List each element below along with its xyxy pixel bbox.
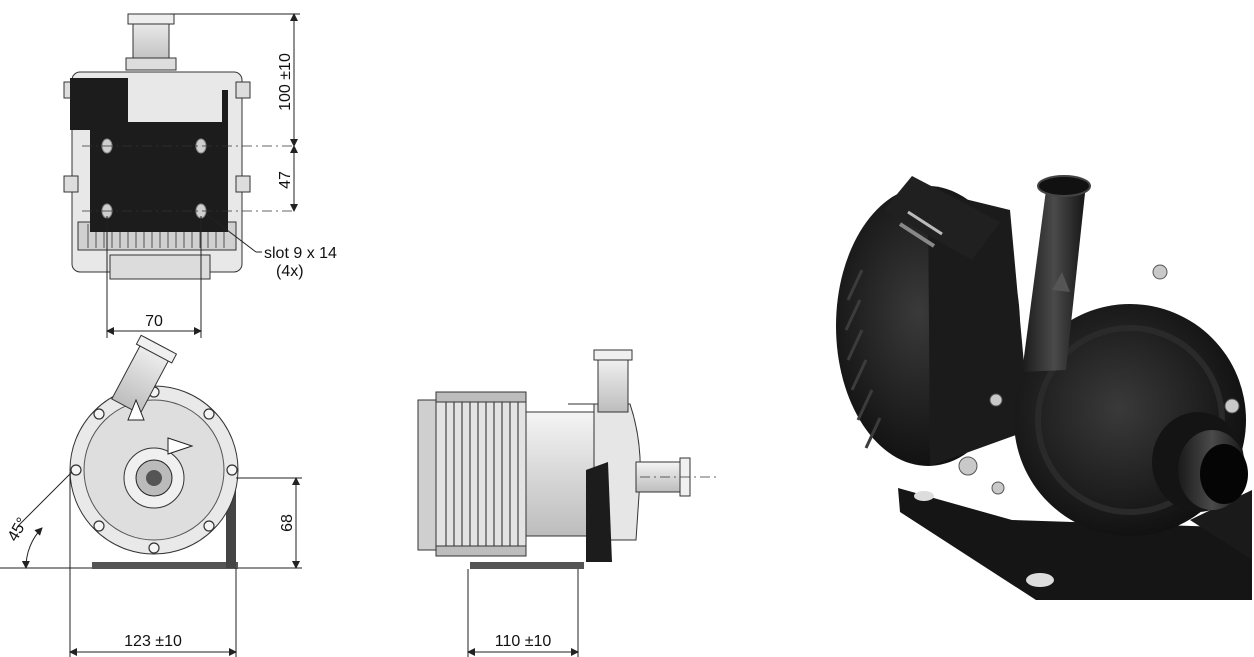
side-ribbed-motor [435, 391, 527, 557]
dim-front-height: 68 [279, 514, 296, 532]
dim-side-width: 110 ±10 [495, 633, 552, 650]
front-inlet-pipe [111, 334, 178, 415]
dim-top-width: 70 [145, 313, 163, 330]
top-view: 100 ±10 47 70 slot 9 x 14 (4x) [63, 13, 337, 338]
side-outlet-pipe [597, 355, 629, 413]
front-view: 45° 68 123 ±10 [0, 334, 302, 657]
slot-label: slot 9 x 14 [264, 245, 337, 262]
dim-top-height: 100 ±10 [277, 53, 294, 111]
side-view: 110 ±10 [417, 349, 718, 657]
side-mounting-bracket [586, 462, 612, 562]
slot-count: (4x) [276, 263, 304, 280]
pump-3d-render [836, 175, 1252, 600]
pump-outlet-hose [1022, 184, 1086, 372]
dim-slot-spacing: 47 [277, 171, 294, 189]
front-bolts [70, 386, 238, 554]
side-base-plate [470, 562, 584, 569]
dim-front-width: 123 ±10 [124, 633, 182, 650]
dim-angle: 45° [5, 515, 32, 544]
side-motor-cylinder [525, 411, 595, 537]
front-base-plate [92, 562, 238, 569]
top-mounting-bracket [70, 78, 228, 232]
